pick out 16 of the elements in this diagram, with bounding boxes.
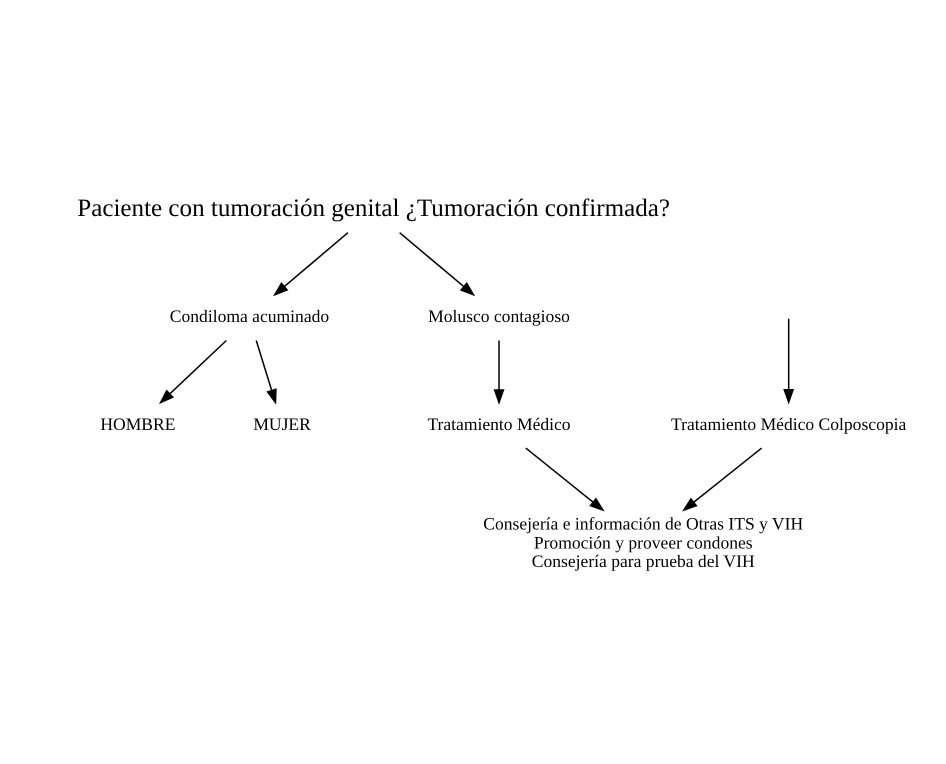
arrow xyxy=(783,318,794,405)
node-text: Molusco contagioso xyxy=(428,306,570,326)
arrow xyxy=(525,447,605,512)
arrow xyxy=(273,232,348,296)
node-text: Tratamiento Médico xyxy=(427,414,571,434)
arrow xyxy=(158,340,227,404)
node-text: Paciente con tumoración genital ¿Tumoración confirmada? xyxy=(77,194,670,222)
node-text: MUJER xyxy=(253,414,311,434)
arrow xyxy=(682,447,762,512)
arrow xyxy=(256,340,277,405)
node-text: Consejería e información de Otras ITS y VIH Promoción y proveer condones Consejería para prueba del VIH xyxy=(483,514,804,572)
node-text: Tratamiento Médico Colposcopia xyxy=(671,414,906,434)
arrow xyxy=(399,232,476,296)
arrow xyxy=(494,340,504,405)
node-text: Condiloma acuminado xyxy=(170,306,330,326)
node-text: HOMBRE xyxy=(100,414,176,434)
